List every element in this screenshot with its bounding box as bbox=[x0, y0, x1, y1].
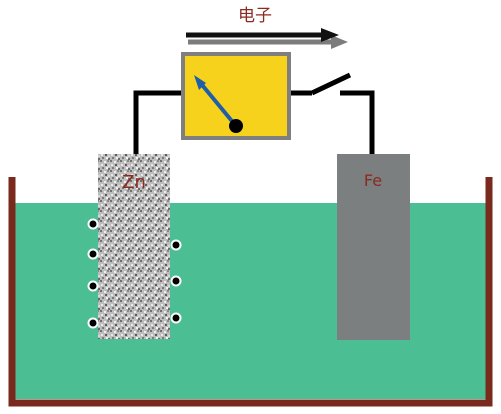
bubbles bbox=[87, 218, 182, 329]
electron-flow-arrow bbox=[186, 28, 348, 49]
wire-right bbox=[340, 90, 375, 155]
meter-needle-head bbox=[194, 75, 206, 90]
galvanometer-icon bbox=[181, 52, 291, 140]
bubble-icon bbox=[170, 275, 182, 287]
electron-label: 电子 bbox=[238, 6, 272, 26]
iron-label: Fe bbox=[364, 171, 382, 190]
zinc-label: Zn bbox=[122, 172, 146, 193]
electrolyte-solution bbox=[14, 203, 487, 399]
bubble-icon bbox=[87, 280, 99, 292]
bubble-icon bbox=[170, 239, 182, 251]
bubble-icon bbox=[87, 248, 99, 260]
bubble-icon bbox=[170, 312, 182, 324]
zinc-electrode bbox=[98, 154, 170, 339]
switch-lever bbox=[310, 72, 352, 96]
meter-pivot bbox=[229, 119, 243, 133]
meter-needle bbox=[196, 78, 238, 128]
bubble-icon bbox=[87, 218, 99, 230]
beaker bbox=[8, 177, 493, 407]
iron-electrode bbox=[337, 154, 410, 340]
bubble-icon bbox=[87, 317, 99, 329]
wire-left bbox=[133, 90, 184, 155]
